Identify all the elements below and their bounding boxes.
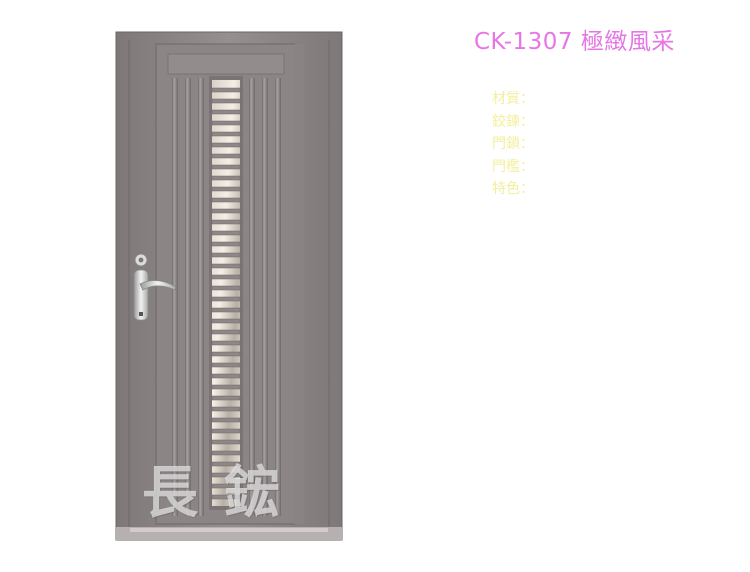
spec-threshold: 門檻： bbox=[492, 158, 534, 175]
glass-bar bbox=[211, 362, 241, 368]
glass-bar bbox=[211, 285, 241, 291]
spec-material: 材質： bbox=[492, 91, 534, 107]
glass-bar bbox=[211, 230, 241, 236]
product-model: CK-1307 bbox=[474, 29, 574, 55]
glass-bar bbox=[211, 406, 241, 412]
spec-lock: 門鎖： bbox=[492, 136, 534, 152]
glass-bar bbox=[211, 450, 241, 456]
product-name: 極緻風采 bbox=[580, 29, 675, 55]
glass-bar bbox=[211, 87, 241, 93]
glass-bar bbox=[211, 384, 241, 390]
glass-bar bbox=[211, 175, 241, 181]
brand-watermark: 長鋐 bbox=[142, 460, 306, 526]
glass-bar bbox=[211, 131, 241, 137]
spec-hinge: 鉸鍊： bbox=[492, 113, 534, 130]
glass-bar bbox=[211, 318, 241, 324]
glass-bar bbox=[211, 395, 241, 401]
glass-bar bbox=[211, 252, 241, 258]
glass-bar bbox=[211, 307, 241, 313]
glass-bar bbox=[211, 142, 241, 148]
product-title: CK-1307 極緻風采 bbox=[474, 22, 675, 56]
glass-bar bbox=[211, 219, 241, 225]
glass-bars bbox=[211, 87, 241, 500]
glass-bar bbox=[211, 186, 241, 192]
glass-bar bbox=[211, 439, 241, 445]
glass-bar bbox=[211, 417, 241, 423]
glass-bar bbox=[211, 494, 241, 500]
glass-bar bbox=[211, 164, 241, 170]
glass-bar bbox=[211, 109, 241, 115]
glass-bar bbox=[211, 98, 241, 104]
glass-bar bbox=[211, 274, 241, 280]
glass-bar bbox=[211, 296, 241, 302]
glass-bar bbox=[211, 472, 241, 478]
glass-bar bbox=[211, 208, 241, 214]
glass-bar bbox=[211, 373, 241, 379]
glass-bar bbox=[211, 483, 241, 489]
glass-bar bbox=[211, 241, 241, 247]
glass-bar bbox=[211, 428, 241, 434]
glass-bar bbox=[211, 461, 241, 467]
glass-bar bbox=[211, 120, 241, 126]
glass-bar bbox=[211, 329, 241, 335]
glass-bar bbox=[211, 153, 241, 159]
glass-bar bbox=[211, 197, 241, 203]
glass-bar bbox=[211, 340, 241, 346]
glass-bar bbox=[211, 263, 241, 269]
spec-feature: 特色： bbox=[492, 181, 534, 197]
spec-list: 材質： 鉸鍊： 門鎖： 門檻： 特色： bbox=[492, 88, 534, 201]
glass-bar bbox=[211, 351, 241, 357]
lever-handle bbox=[139, 280, 177, 291]
